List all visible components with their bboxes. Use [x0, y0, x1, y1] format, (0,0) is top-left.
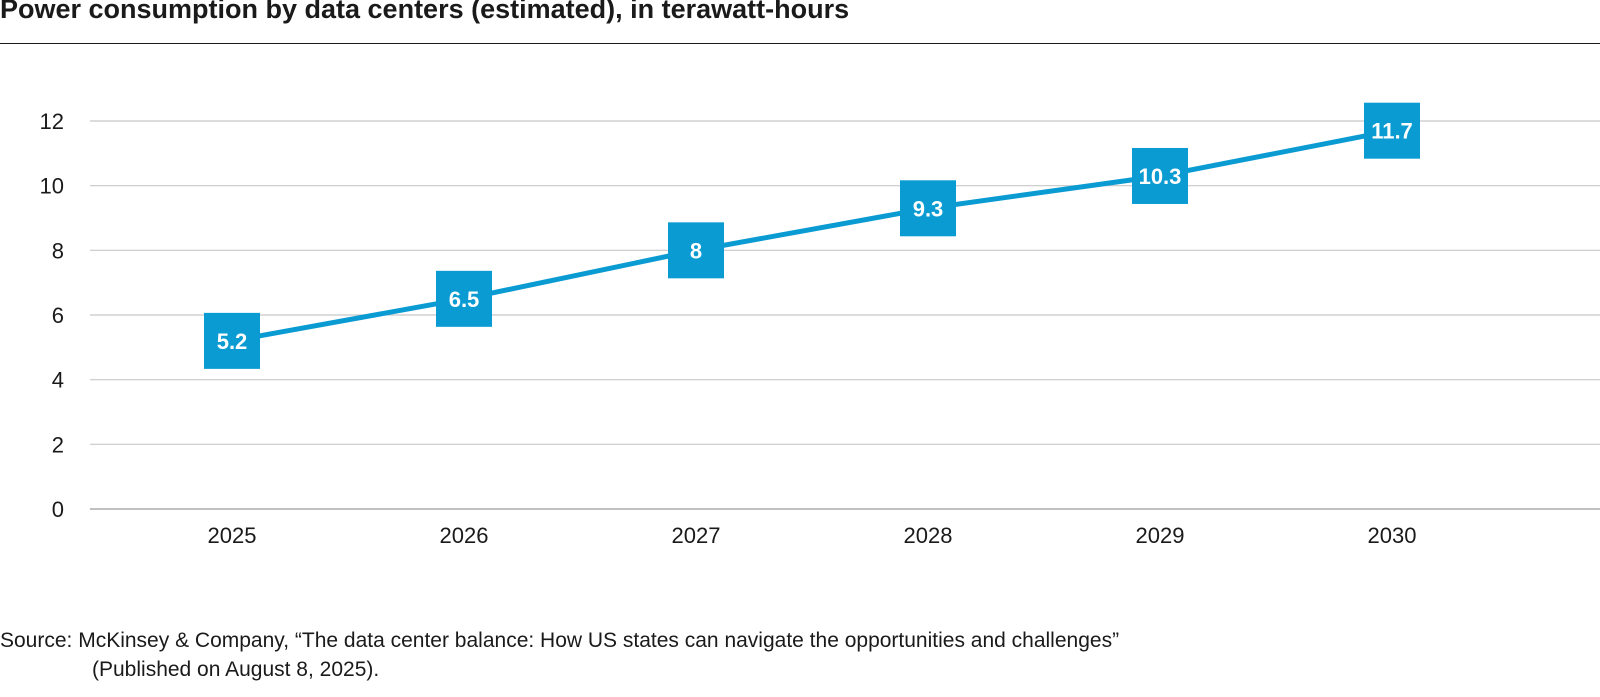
- source-note: Source: McKinsey & Company, “The data ce…: [0, 626, 1119, 684]
- title-divider: [0, 43, 1600, 44]
- x-tick-label: 2027: [672, 523, 721, 548]
- data-label: 5.2: [217, 329, 248, 354]
- data-label: 11.7: [1371, 119, 1413, 144]
- data-point-marker: [204, 312, 260, 369]
- x-tick-label: 2026: [440, 523, 489, 548]
- data-label: 6.5: [449, 287, 480, 312]
- data-point-marker: [1364, 102, 1420, 159]
- x-tick-label: 2029: [1136, 523, 1185, 548]
- x-tick-label: 2028: [904, 523, 953, 548]
- series-line: [231, 128, 1393, 344]
- y-tick-label: 0: [52, 497, 64, 522]
- data-point-marker: [900, 180, 956, 237]
- data-label: 10.3: [1139, 164, 1182, 189]
- x-tick-label: 2025: [208, 523, 257, 548]
- data-label: 8: [690, 238, 702, 263]
- y-tick-label: 12: [40, 109, 64, 134]
- source-line-2: (Published on August 8, 2025).: [92, 658, 380, 681]
- y-tick-label: 4: [52, 368, 64, 393]
- y-tick-label: 6: [52, 303, 64, 328]
- x-tick-label: 2030: [1368, 523, 1417, 548]
- data-point-marker: [668, 222, 724, 279]
- line-chart: 0 2 4 6 8 10 12 2025 2026 2027 2028 2029 2030 5.2 6.5 8…: [40, 102, 1600, 548]
- data-point-marker: [436, 270, 492, 327]
- chart-title: Power consumption by data centers (estim…: [0, 0, 850, 24]
- y-tick-label: 10: [40, 174, 64, 199]
- source-line-1: Source: McKinsey & Company, “The data ce…: [0, 629, 1120, 652]
- data-label: 9.3: [913, 196, 944, 221]
- y-tick-label: 2: [52, 432, 64, 457]
- data-point-marker: [1132, 147, 1188, 204]
- y-tick-label: 8: [52, 238, 64, 263]
